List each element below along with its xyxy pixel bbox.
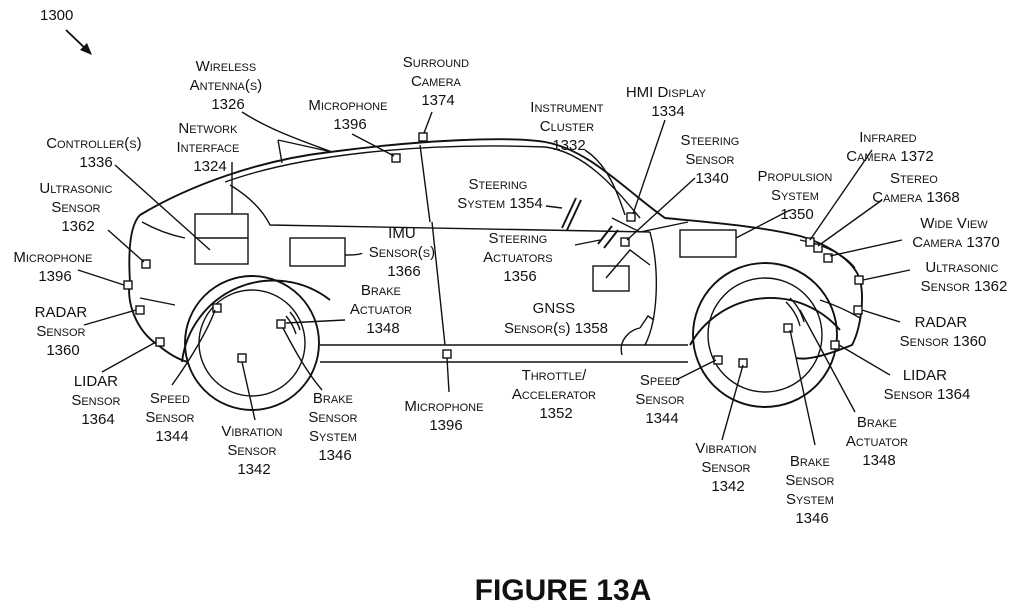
controllers-label: Controller(s) 1336 — [46, 135, 146, 171]
imu-box — [290, 238, 345, 266]
lidar-front-label: LIDAR Sensor 1364 — [884, 367, 971, 403]
ultrasonic-front-marker — [855, 276, 863, 284]
lidar-rear-marker — [156, 338, 164, 346]
hmi-display-marker — [627, 213, 635, 221]
steering-actuators-shape — [598, 226, 618, 248]
speed-rear-label: Speed Sensor 1344 — [145, 390, 198, 445]
surround-camera-label: Surround Camera 1374 — [403, 54, 473, 109]
infrared-camera-label: Infrared Camera 1372 — [846, 129, 934, 165]
microphone-top-label: Microphone 1396 — [308, 97, 391, 133]
throttle-label: Throttle/ Accelerator 1352 — [512, 367, 600, 422]
vibration-rear-marker — [238, 354, 246, 362]
wide-view-camera-label: Wide View Camera 1370 — [912, 215, 1000, 251]
hmi-display-label: HMI Display 1334 — [626, 84, 710, 120]
vibration-rear-label: Vibration Sensor 1342 — [221, 423, 286, 478]
microphone-bottom-marker — [443, 350, 451, 358]
vibration-front-label: Vibration Sensor 1342 — [695, 440, 760, 495]
brake-actuator-front-label: Brake Actuator 1348 — [846, 414, 912, 469]
steering-actuators-label: Steering Actuators 1356 — [483, 230, 557, 285]
wireless-antenna-label: Wireless Antenna(s) 1326 — [190, 58, 267, 113]
brake-system-rear-label: Brake Sensor System 1346 — [308, 390, 361, 464]
microphone-rear-label: Microphone 1396 — [13, 249, 96, 285]
gnss-box — [593, 266, 629, 291]
radar-front-marker — [854, 306, 862, 314]
radar-rear-label: RADAR Sensor 1360 — [35, 304, 92, 359]
speed-front-label: Speed Sensor 1344 — [635, 372, 688, 427]
rear-wheel — [182, 276, 330, 410]
figure-title: FIGURE 13A — [475, 574, 652, 607]
figure-ref: 1300 — [40, 7, 73, 24]
instrument-cluster-label: Instrument Cluster 1332 — [530, 99, 607, 154]
network-interface-box — [195, 214, 248, 264]
lidar-rear-label: LIDAR Sensor 1364 — [71, 373, 124, 428]
reference-arrow — [66, 30, 92, 55]
steering-system-label: Steering System 1354 — [457, 176, 542, 212]
ultrasonic-rear-label: Ultrasonic Sensor 1362 — [39, 180, 116, 235]
steering-sensor-label: Steering Sensor 1340 — [680, 132, 743, 187]
brake-actuator-rear-label: Brake Actuator 1348 — [350, 282, 416, 337]
imu-label: IMU Sensor(s) 1366 — [369, 225, 440, 280]
brake-system-front-label: Brake Sensor System 1346 — [785, 453, 838, 527]
propulsion-box — [680, 230, 736, 257]
propulsion-label: Propulsion System 1350 — [758, 168, 837, 223]
network-interface-label: Network Interface 1324 — [176, 120, 243, 175]
radar-rear-marker — [136, 306, 144, 314]
ultrasonic-front-label: Ultrasonic Sensor 1362 — [921, 259, 1008, 295]
lidar-front-marker — [831, 341, 839, 349]
microphone-rear-marker — [124, 281, 132, 289]
stereo-camera-label: Stereo Camera 1368 — [872, 170, 960, 206]
gnss-label: GNSS Sensor(s) 1358 — [504, 300, 608, 337]
surround-camera-marker — [419, 133, 427, 141]
steering-system-shape — [562, 198, 581, 230]
radar-front-label: RADAR Sensor 1360 — [900, 314, 987, 350]
front-wheel — [690, 263, 840, 407]
microphone-bottom-label: Microphone 1396 — [404, 398, 487, 434]
brake-actuator-rear-marker — [277, 320, 285, 328]
